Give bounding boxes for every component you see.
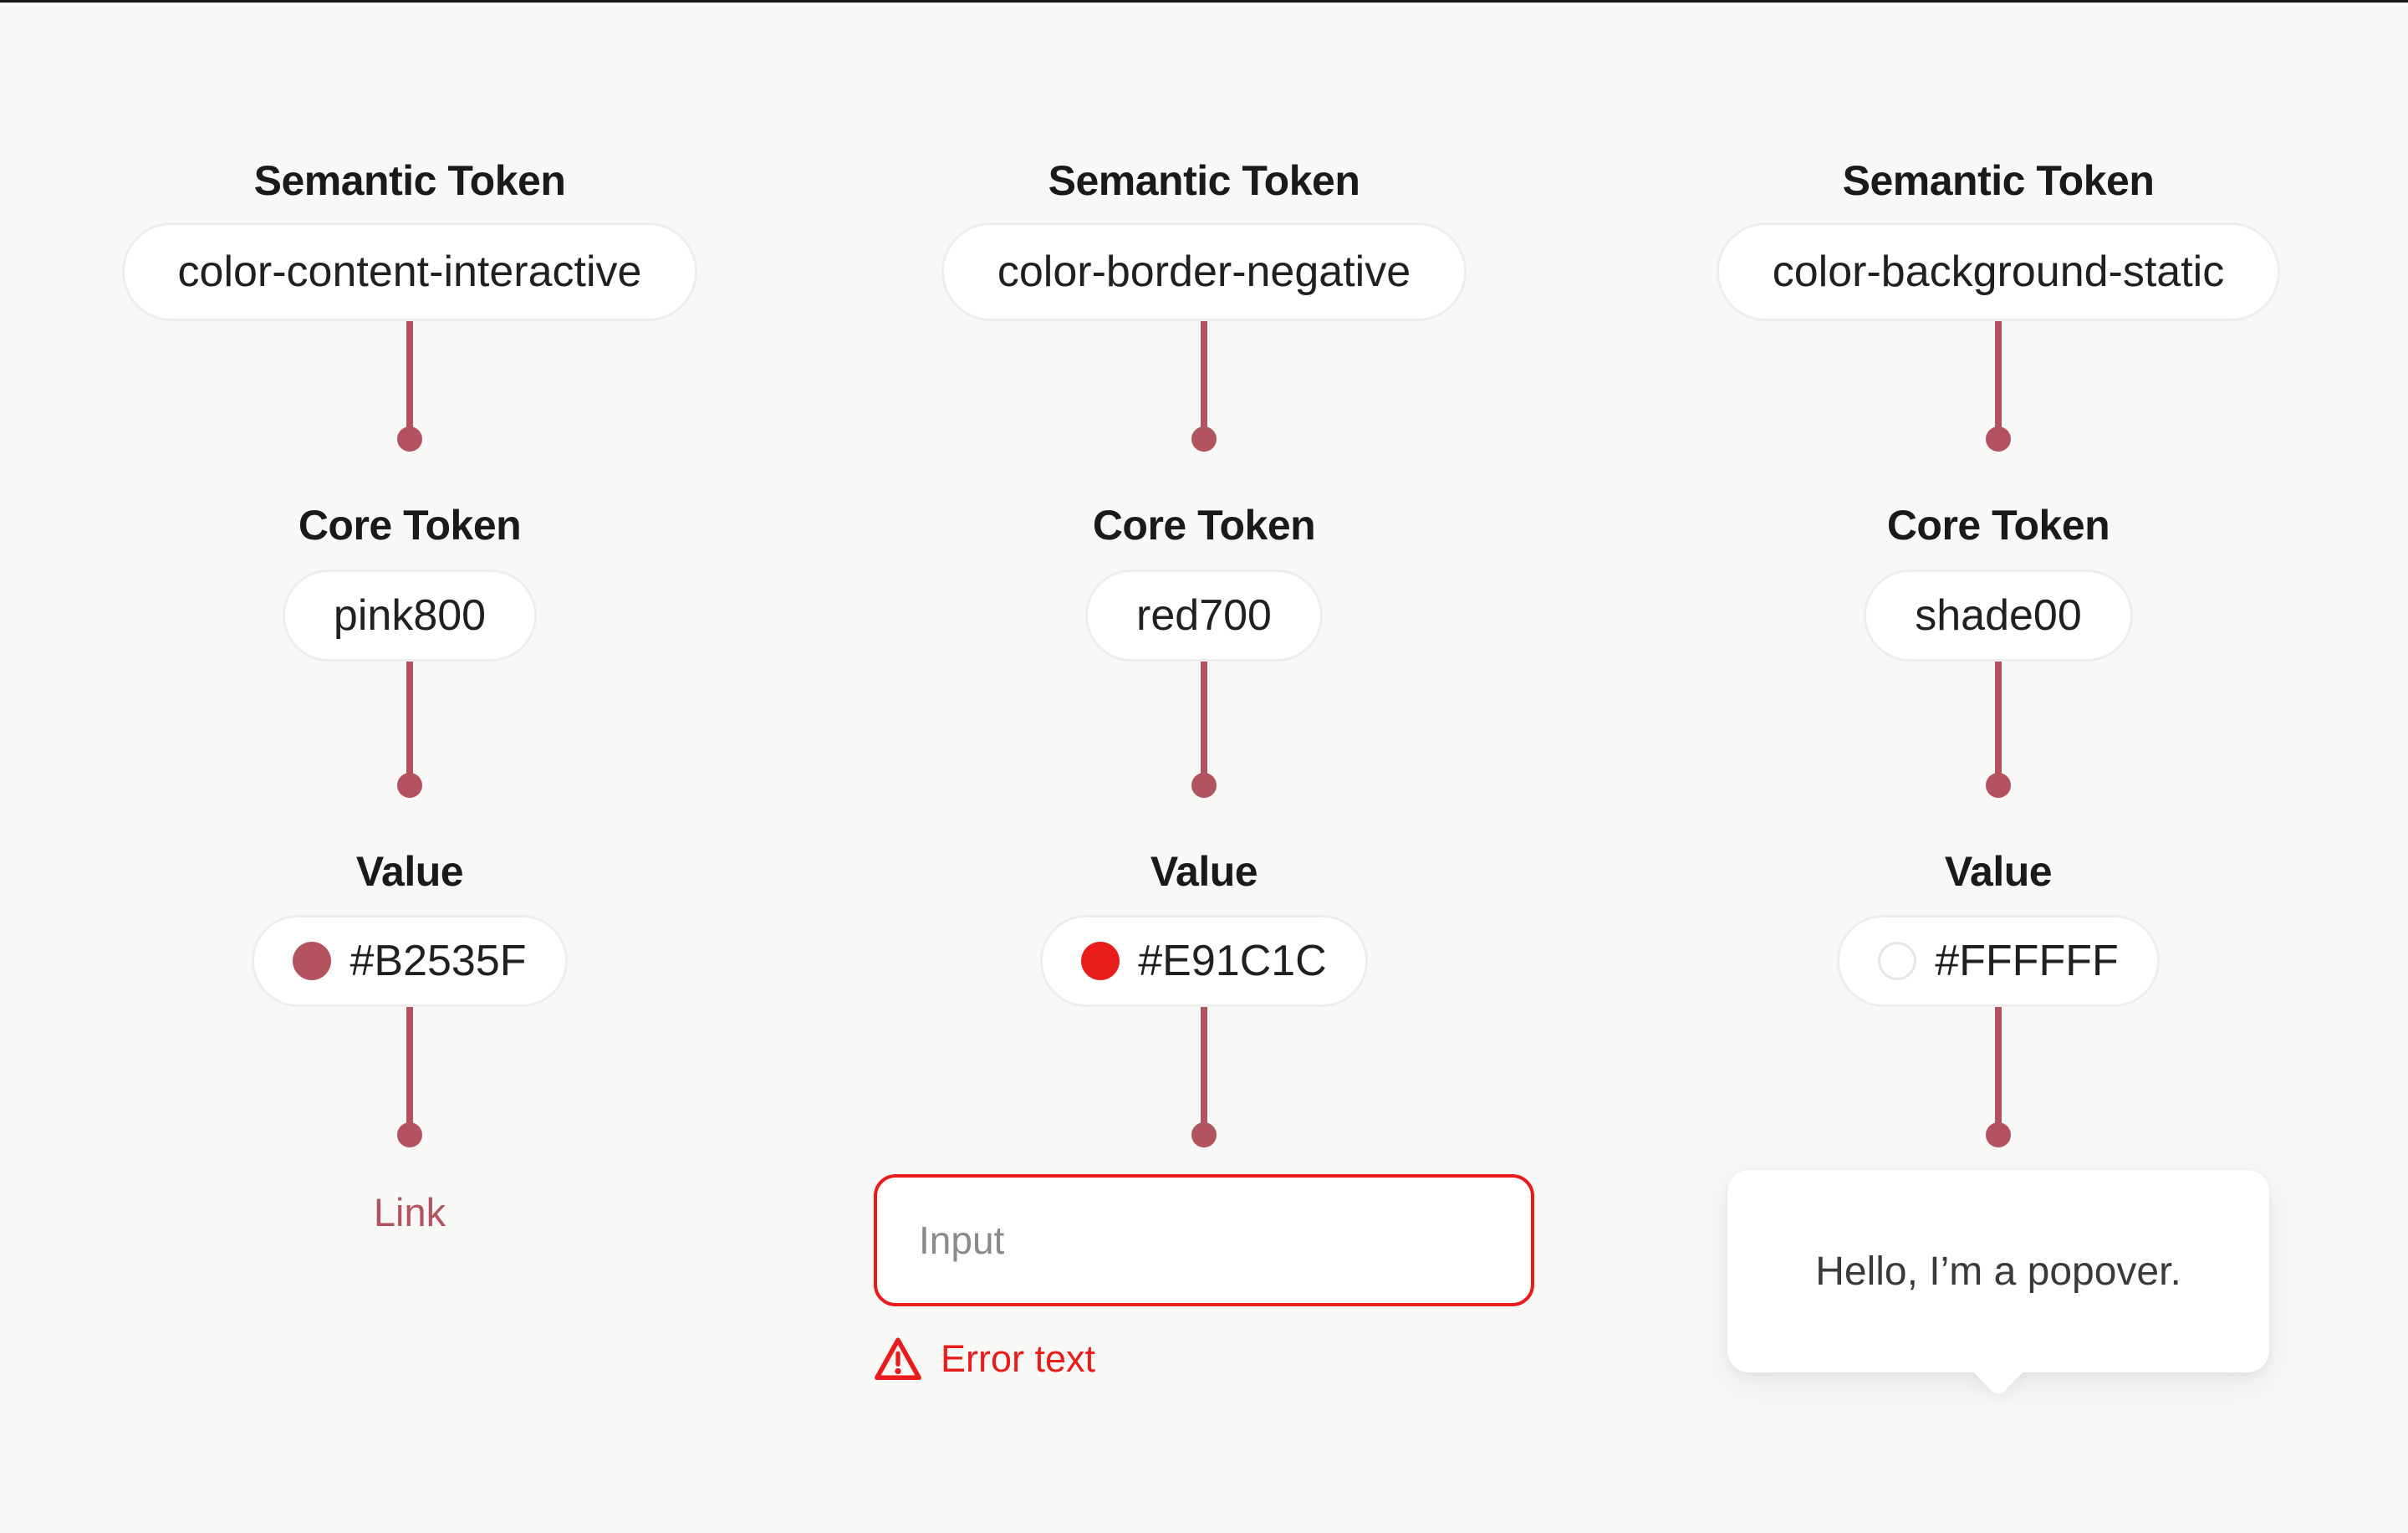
connector-dot [397,427,422,452]
core-token-heading: Core Token [298,502,522,549]
connector [1191,1007,1217,1147]
value-hex: #E91C1C [1138,937,1327,985]
link-example[interactable]: Link [373,1190,446,1234]
screen-top-border [0,0,2408,3]
value-hex: #FFFFFF [1935,937,2119,985]
popover-tail [1971,1342,2026,1398]
semantic-token-heading: Semantic Token [1048,157,1360,204]
connector [397,321,422,452]
core-token-pill: red700 [1085,570,1323,662]
core-token-pill: shade00 [1864,570,2133,662]
value-heading: Value [355,848,464,895]
connector-line [406,662,413,774]
core-token-value: shade00 [1915,591,2082,640]
connector-dot [1191,773,1217,798]
value-heading: Value [1944,848,2053,895]
semantic-token-value: color-border-negative [997,248,1411,296]
error-text: Error text [941,1337,1096,1380]
popover-text: Hello, I’m a popover. [1815,1249,2181,1294]
semantic-token-pill: color-background-static [1716,222,2281,321]
core-token-value: red700 [1136,591,1272,640]
token-mapping-diagram: Semantic Token color-content-interactive… [0,3,2408,1398]
token-column-content-interactive: Semantic Token color-content-interactive… [13,156,807,1382]
connector-dot [1191,427,1217,452]
connector [397,1007,422,1147]
error-message: Error text [874,1336,1095,1382]
color-swatch-icon [293,942,332,980]
popover-example: Hello, I’m a popover. [1727,1170,2269,1398]
color-swatch-icon [1081,942,1120,980]
connector [1986,1007,2011,1147]
connector [1191,321,1217,452]
semantic-token-heading: Semantic Token [1842,157,2155,204]
semantic-token-pill: color-content-interactive [121,222,698,321]
connector [1986,321,2011,452]
connector-dot [1986,773,2011,798]
connector-line [406,1007,413,1124]
connector-dot [397,1122,422,1147]
connector-dot [1191,1122,1217,1147]
value-pill: #B2535F [252,915,568,1007]
core-token-heading: Core Token [1092,502,1316,549]
semantic-token-value: color-background-static [1772,248,2225,296]
token-column-border-negative: Semantic Token color-border-negative Cor… [807,156,1601,1382]
value-pill: #FFFFFF [1837,915,2160,1007]
input-example[interactable] [874,1174,1534,1306]
value-hex: #B2535F [349,937,527,985]
value-pill: #E91C1C [1040,915,1368,1007]
connector-dot [1986,427,2011,452]
semantic-token-pill: color-border-negative [941,222,1467,321]
core-token-value: pink800 [333,591,487,640]
connector-line [1201,321,1207,428]
value-heading: Value [1150,848,1258,895]
connector-line [1995,662,2002,774]
semantic-token-heading: Semantic Token [253,157,566,204]
connector-line [1995,1007,2002,1124]
connector [397,662,422,798]
connector-line [406,321,413,428]
semantic-token-value: color-content-interactive [177,248,642,296]
token-column-background-static: Semantic Token color-background-static C… [1601,156,2395,1398]
connector-dot [1986,1122,2011,1147]
connector-dot [397,773,422,798]
connector-line [1201,662,1207,774]
core-token-pill: pink800 [282,570,538,662]
connector-line [1995,321,2002,428]
core-token-heading: Core Token [1886,502,2110,549]
color-swatch-icon [1878,942,1917,980]
connector [1986,662,2011,798]
warning-triangle-icon [875,1337,921,1381]
connector [1191,662,1217,798]
connector-line [1201,1007,1207,1124]
input-example-group: Error text [874,1174,1534,1382]
